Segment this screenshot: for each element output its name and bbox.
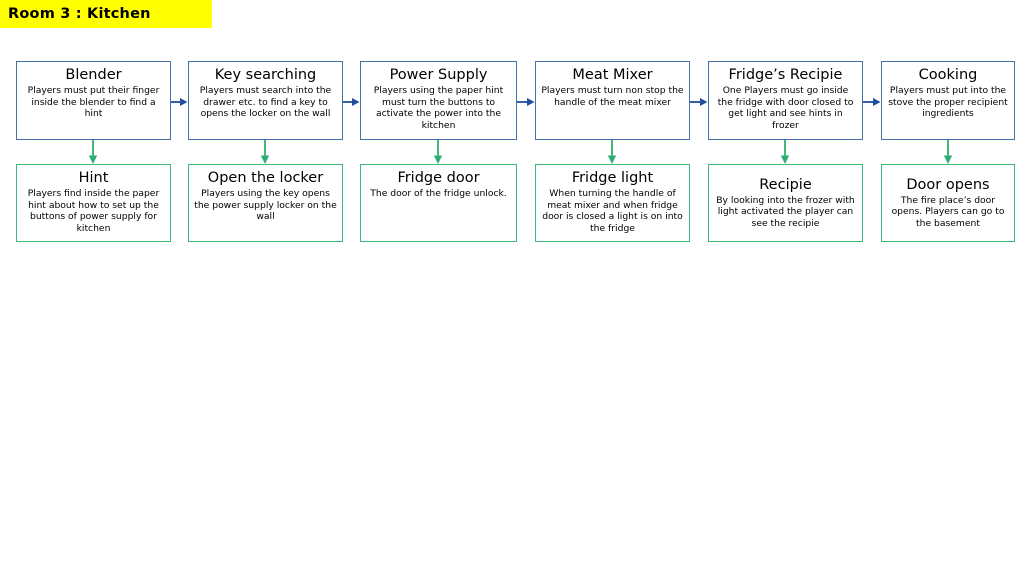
outcome-arrow-1 — [87, 140, 99, 165]
action-node-blender[interactable]: Blender Players must put their finger in… — [16, 61, 171, 140]
outcome-node-fridge-door[interactable]: Fridge door The door of the fridge unloc… — [360, 164, 517, 242]
node-title: Key searching — [214, 67, 317, 83]
action-node-power-supply[interactable]: Power Supply Players using the paper hin… — [360, 61, 517, 140]
outcome-arrow-6 — [942, 140, 954, 165]
node-title: Recipie — [759, 176, 812, 193]
outcome-arrow-5 — [779, 140, 791, 165]
node-description: The fire place’s door opens. Players can… — [891, 194, 1005, 229]
action-node-cooking[interactable]: Cooking Players must put into the stove … — [881, 61, 1015, 140]
outcome-arrow-4 — [606, 140, 618, 165]
page-title: Room 3 : Kitchen — [8, 6, 151, 22]
room-title-banner: Room 3 : Kitchen — [0, 0, 212, 28]
node-title: Fridge door — [397, 170, 480, 186]
outcome-node-open-the-locker[interactable]: Open the locker Players using the key op… — [188, 164, 343, 242]
node-description: Players must search into the drawer etc.… — [199, 85, 332, 120]
node-title: Meat Mixer — [572, 67, 653, 83]
outcome-node-fridge-light[interactable]: Fridge light When turning the handle of … — [535, 164, 690, 242]
action-node-meat-mixer[interactable]: Meat Mixer Players must turn non stop th… — [535, 61, 690, 140]
node-title: Hint — [78, 170, 109, 186]
node-title: Blender — [65, 67, 122, 83]
node-title: Power Supply — [389, 67, 488, 83]
flow-arrow-5-6 — [863, 96, 881, 108]
node-title: Open the locker — [207, 170, 324, 186]
node-description: Players must turn non stop the handle of… — [541, 85, 684, 108]
node-description: The door of the fridge unlock. — [370, 188, 507, 199]
node-description: Players using the paper hint must turn t… — [373, 85, 504, 131]
node-description: One Players must go inside the fridge wi… — [717, 85, 854, 131]
node-title: Cooking — [918, 67, 978, 83]
action-node-key-searching[interactable]: Key searching Players must search into t… — [188, 61, 343, 140]
outcome-node-hint[interactable]: Hint Players find inside the paper hint … — [16, 164, 171, 242]
node-title: Fridge’s Recipie — [728, 67, 843, 83]
node-description: Players must put their finger inside the… — [27, 85, 160, 120]
flow-arrow-3-4 — [517, 96, 535, 108]
flow-arrow-2-3 — [343, 96, 360, 108]
node-description: By looking into the frozer with light ac… — [716, 194, 855, 229]
node-description: Players using the key opens the power su… — [194, 188, 337, 223]
outcome-node-door-opens[interactable]: Door opens The fire place’s door opens. … — [881, 164, 1015, 242]
outcome-node-recipie[interactable]: Recipie By looking into the frozer with … — [708, 164, 863, 242]
node-description: Players must put into the stove the prop… — [888, 85, 1008, 120]
node-title: Door opens — [906, 176, 990, 193]
outcome-arrow-3 — [432, 140, 444, 165]
outcome-arrow-2 — [259, 140, 271, 165]
node-title: Fridge light — [571, 170, 654, 186]
node-description: Players find inside the paper hint about… — [27, 188, 160, 234]
action-node-fridges-recipie[interactable]: Fridge’s Recipie One Players must go ins… — [708, 61, 863, 140]
flow-arrow-4-5 — [690, 96, 708, 108]
node-description: When turning the handle of meat mixer an… — [542, 188, 683, 234]
flow-arrow-1-2 — [171, 96, 188, 108]
